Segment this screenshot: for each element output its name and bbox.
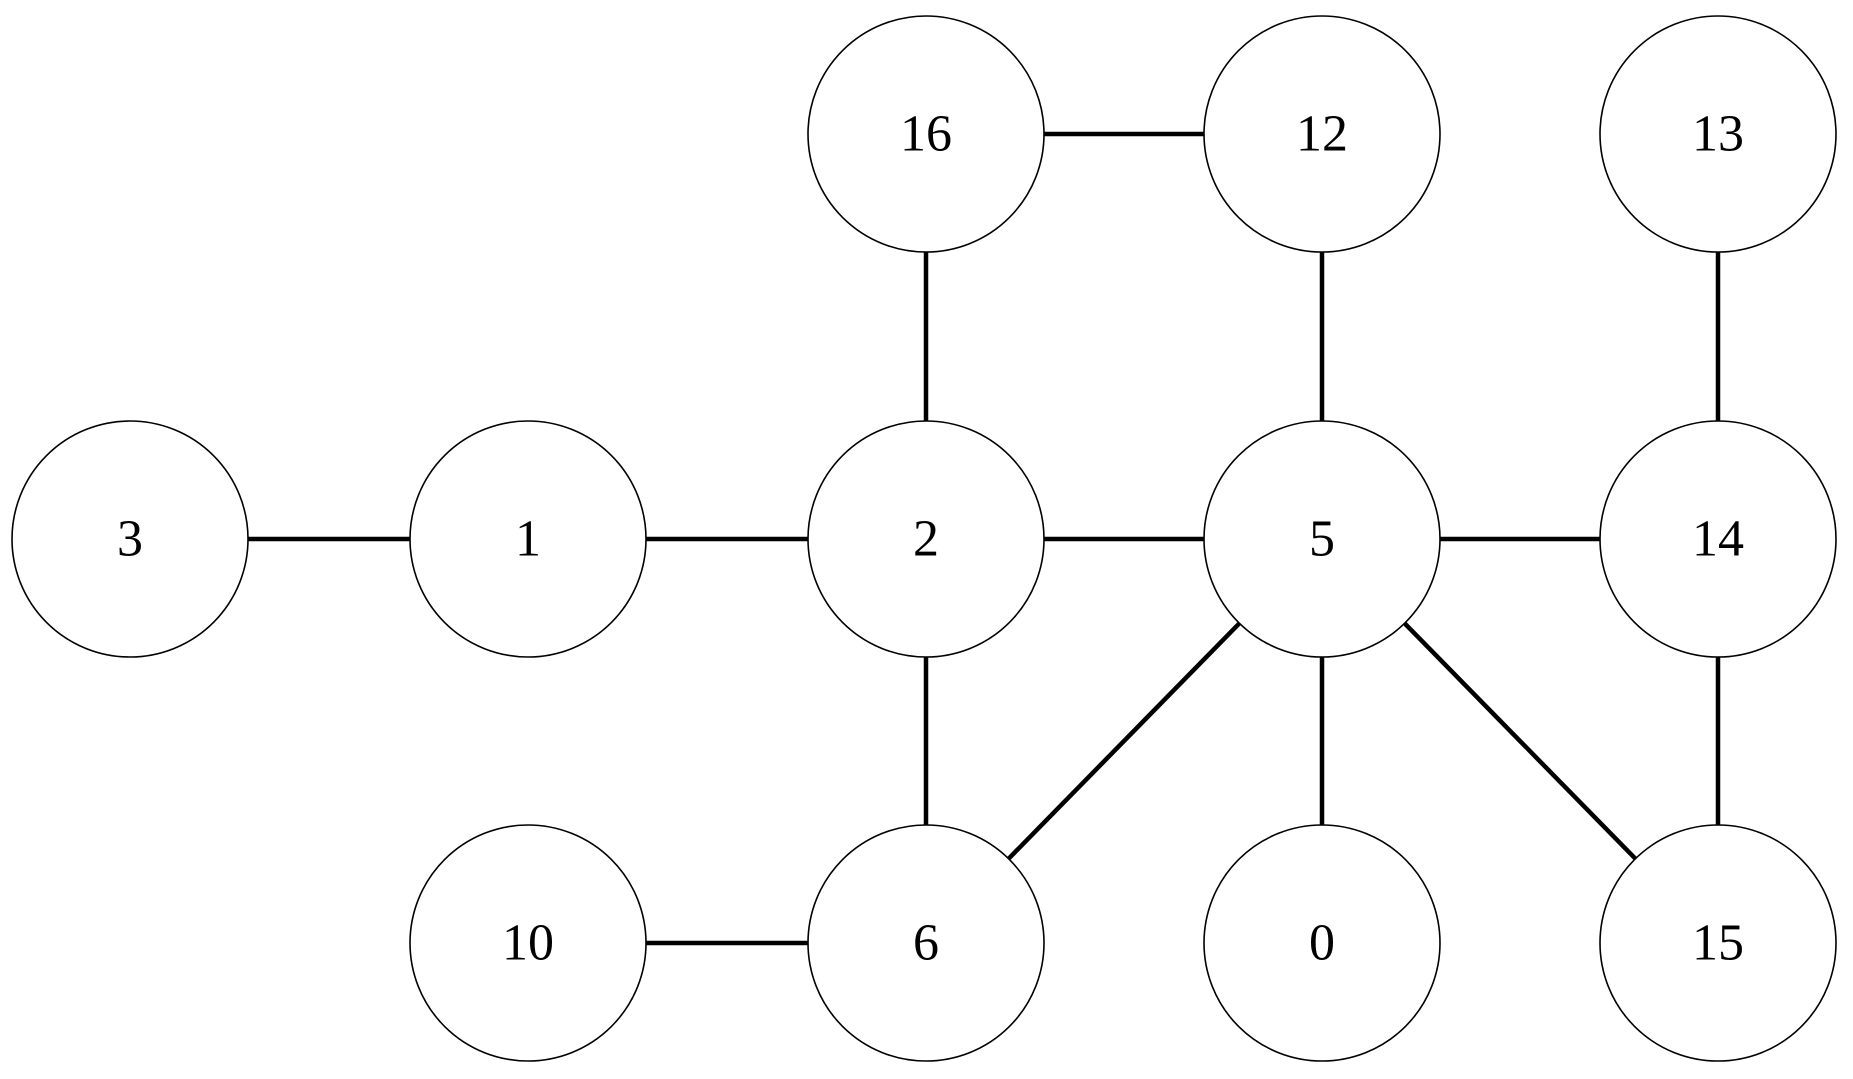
node-circle (1203, 824, 1441, 1062)
node-6: 6 (807, 824, 1045, 1062)
node-12: 12 (1203, 15, 1441, 253)
edge-5-15 (1402, 621, 1638, 861)
node-circle (1599, 420, 1837, 658)
edges-layer (248, 131, 1721, 946)
node-label: 15 (1692, 915, 1744, 972)
node-10: 10 (409, 824, 647, 1062)
node-label: 2 (913, 511, 939, 568)
node-5: 5 (1203, 420, 1441, 658)
node-label: 10 (502, 915, 554, 972)
node-circle (1599, 15, 1837, 253)
node-label: 6 (913, 915, 939, 972)
node-2: 2 (807, 420, 1045, 658)
node-label: 0 (1309, 915, 1335, 972)
node-circle (1203, 15, 1441, 253)
node-13: 13 (1599, 15, 1837, 253)
node-15: 15 (1599, 824, 1837, 1062)
node-label: 14 (1692, 511, 1744, 568)
node-label: 5 (1309, 511, 1335, 568)
node-circle (11, 420, 249, 658)
node-circle (807, 420, 1045, 658)
node-label: 3 (117, 511, 143, 568)
node-label: 13 (1692, 106, 1744, 163)
node-14: 14 (1599, 420, 1837, 658)
node-label: 12 (1296, 106, 1348, 163)
node-circle (409, 420, 647, 658)
node-circle (1599, 824, 1837, 1062)
node-16: 16 (807, 15, 1045, 253)
node-circle (409, 824, 647, 1062)
node-circle (1203, 420, 1441, 658)
node-label: 16 (900, 106, 952, 163)
node-3: 3 (11, 420, 249, 658)
node-circle (807, 15, 1045, 253)
edge-5-6 (1006, 621, 1242, 861)
node-label: 1 (515, 511, 541, 568)
node-0: 0 (1203, 824, 1441, 1062)
node-1: 1 (409, 420, 647, 658)
node-circle (807, 824, 1045, 1062)
